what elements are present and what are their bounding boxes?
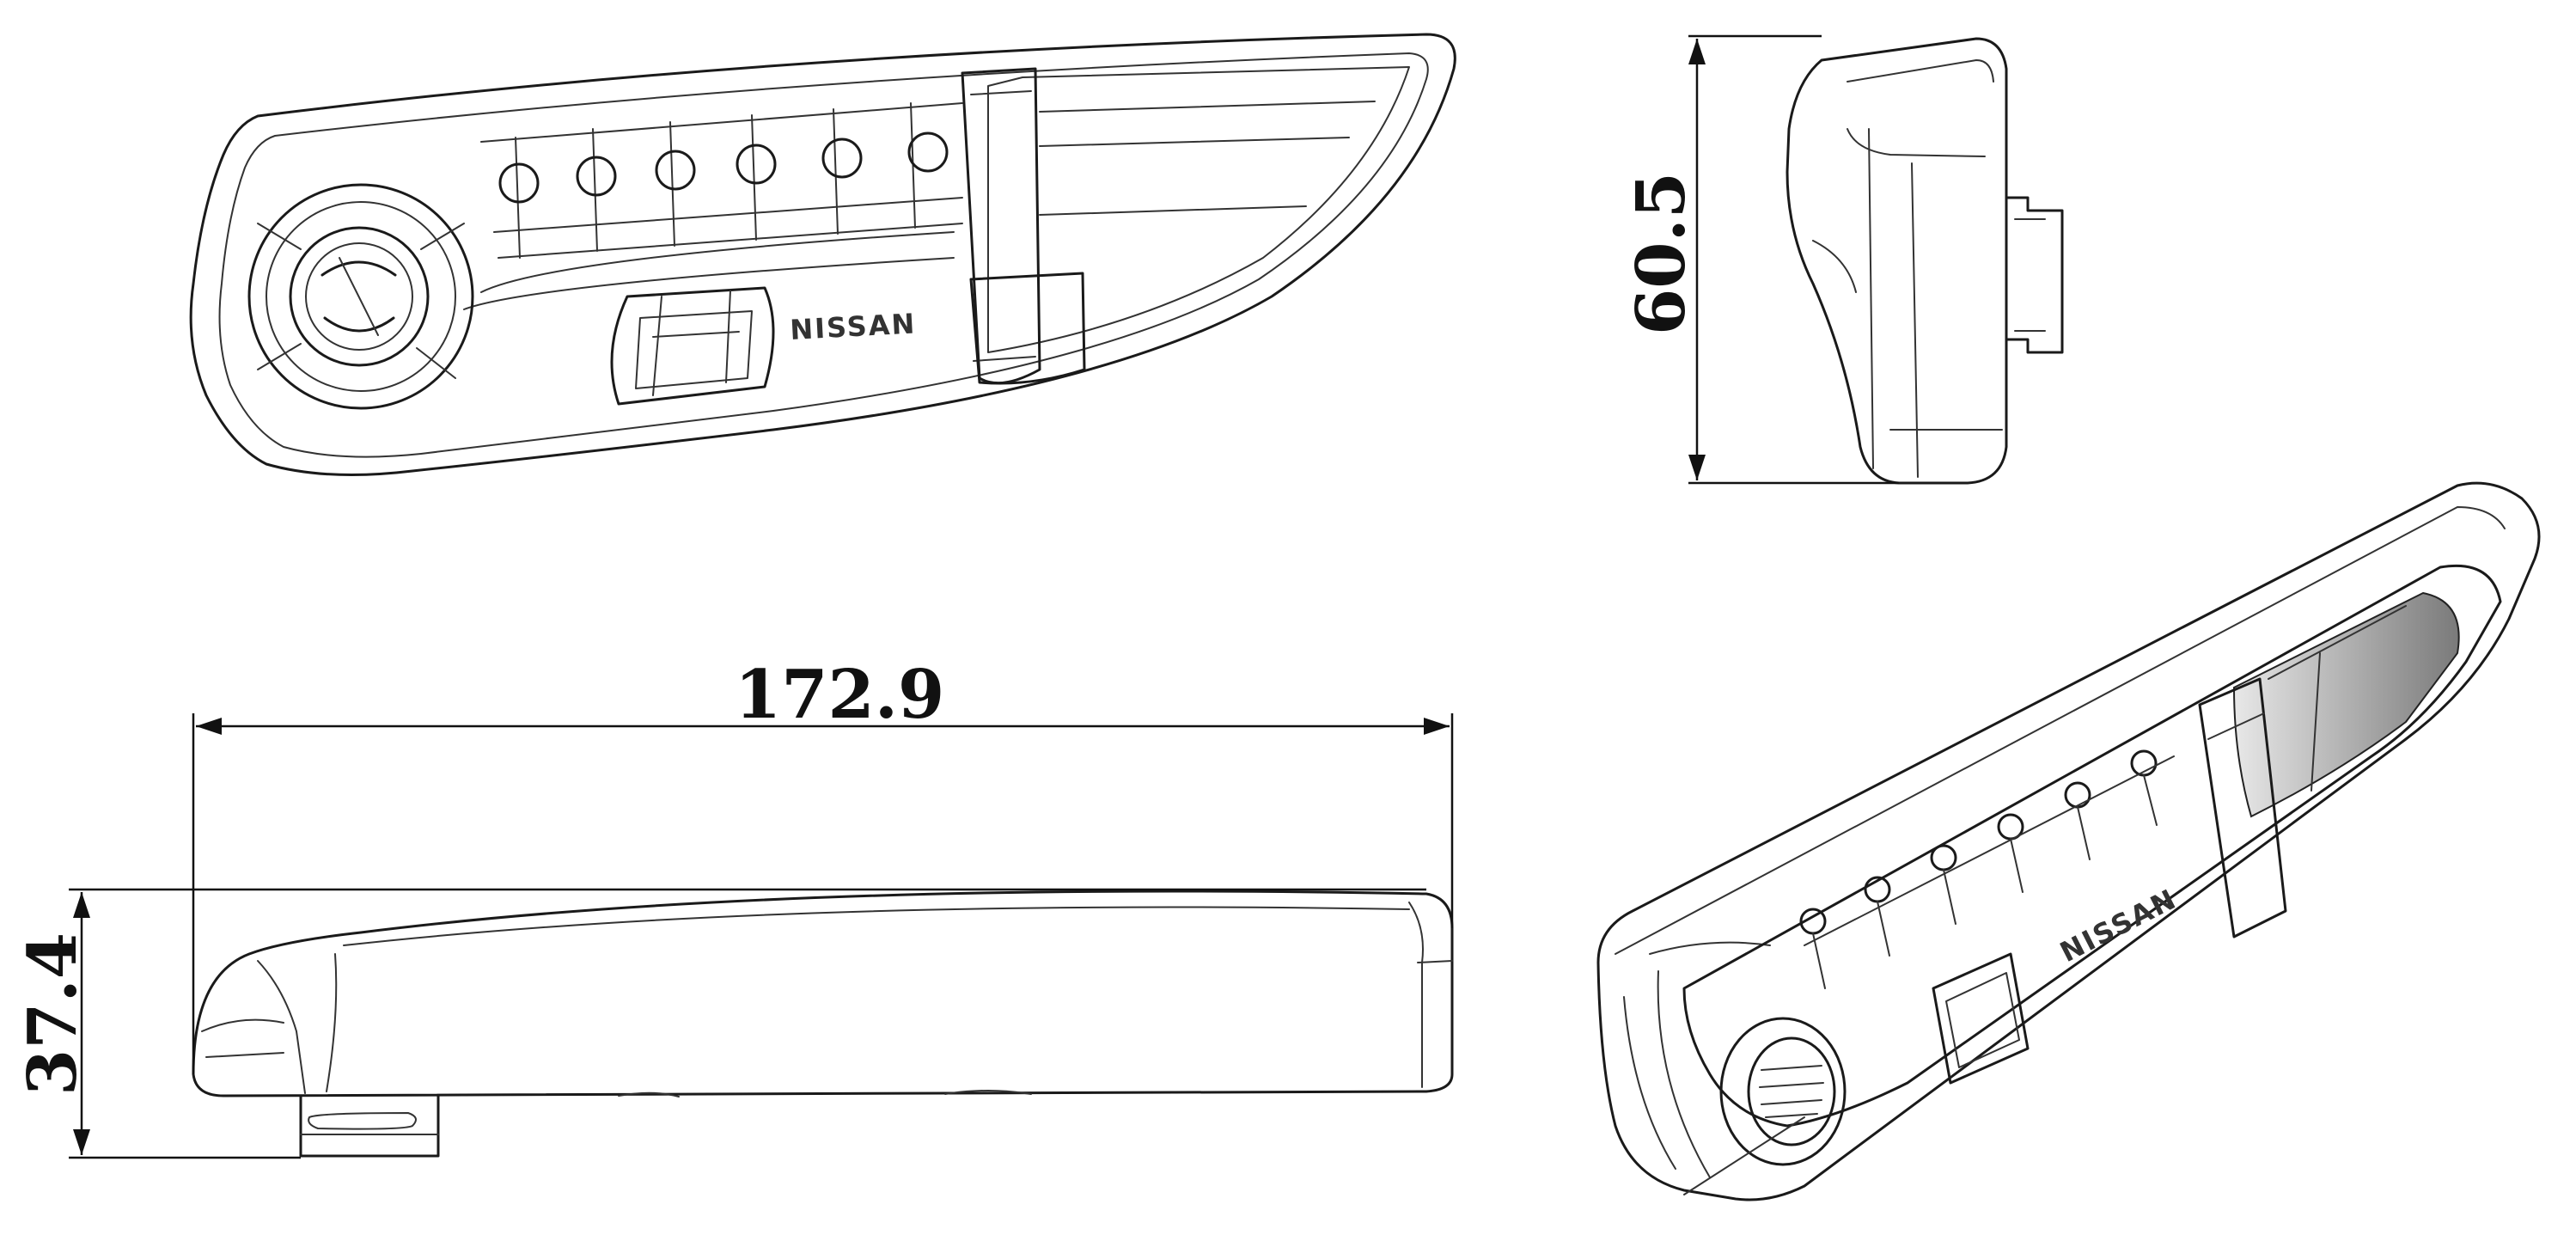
brand-logo-iso: NISSAN <box>2054 883 2182 969</box>
top-view: NISSAN <box>189 33 1456 476</box>
release-latch <box>610 286 775 406</box>
dimension-width: 60.5 <box>1622 34 1899 485</box>
isometric-view: NISSAN <box>1596 481 2541 1201</box>
dimension-length: 172.9 <box>192 656 1454 1074</box>
dimension-width-label: 60.5 <box>1622 172 1700 335</box>
dimension-length-label: 172.9 <box>735 656 944 734</box>
iso-adjuster-knob <box>1719 1017 1847 1166</box>
dimension-height: 37.4 <box>14 888 1426 1159</box>
front-view <box>192 890 1454 1158</box>
brand-logo-top: NISSAN <box>789 307 917 346</box>
end-view <box>1785 37 2064 485</box>
adjuster-knob <box>247 183 474 410</box>
iso-rib-holes <box>1799 749 2158 935</box>
rib-holes <box>498 131 949 204</box>
dimension-height-label: 37.4 <box>14 932 92 1096</box>
